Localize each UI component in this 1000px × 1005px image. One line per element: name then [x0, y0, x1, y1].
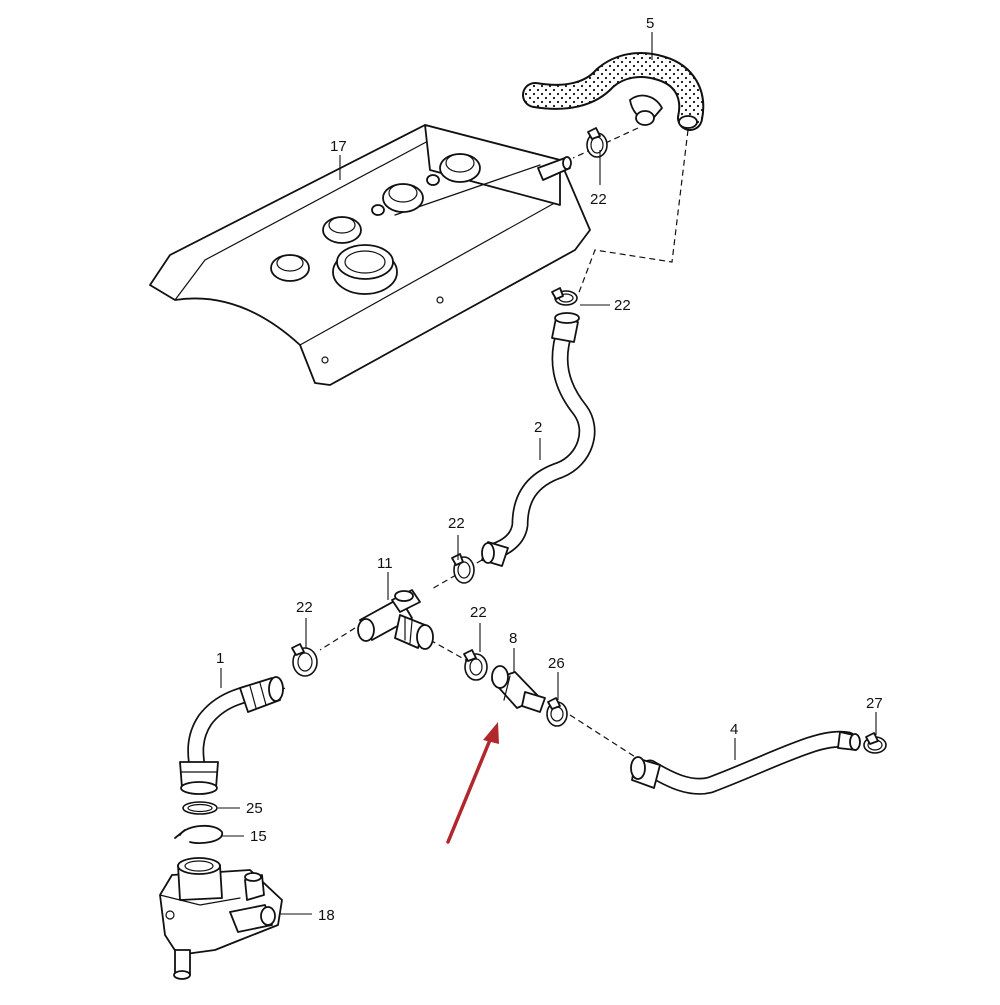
label-part-22: 22 [296, 599, 313, 616]
clamp-22-right [463, 649, 488, 681]
label-part-1: 1 [216, 650, 224, 667]
label-part-8: 8 [509, 630, 517, 647]
label-part-2: 2 [534, 419, 542, 436]
valve-cover-17 [149, 124, 591, 386]
housing-18 [159, 857, 283, 980]
leader-lines [218, 32, 877, 915]
clip-15 [174, 825, 223, 845]
clamp-22-mid [451, 553, 475, 584]
clamp-22-top [586, 127, 608, 158]
hose-5 [522, 52, 705, 131]
label-part-5: 5 [646, 15, 654, 32]
clamp-22-upper [551, 287, 578, 306]
label-part-11: 11 [377, 555, 393, 572]
hose-2 [481, 312, 596, 567]
valve-8 [491, 665, 546, 713]
label-part-22: 22 [448, 515, 465, 532]
label-part-17: 17 [330, 138, 347, 155]
label-part-22: 22 [590, 191, 607, 208]
clamp-27 [863, 732, 887, 754]
label-part-27: 27 [866, 695, 883, 712]
label-part-18: 18 [318, 907, 335, 924]
label-part-26: 26 [548, 655, 565, 672]
label-part-22: 22 [470, 604, 487, 621]
hose-4 [630, 730, 861, 795]
red-pointer-arrow [446, 722, 499, 844]
clamp-22-left [291, 643, 318, 677]
label-part-22: 22 [614, 297, 631, 314]
cover-bosses [270, 153, 481, 282]
axis-26-to-4 [569, 714, 641, 761]
axis-11-to-1 [319, 627, 356, 651]
hose-1 [179, 676, 284, 795]
label-part-4: 4 [730, 721, 738, 738]
o-ring-25 [182, 801, 218, 815]
tee-piece-11 [357, 589, 434, 650]
clamp-26 [546, 697, 568, 727]
axis-5-to-2 [577, 129, 689, 296]
label-part-15: 15 [250, 828, 267, 845]
label-part-25: 25 [246, 800, 263, 817]
part-labels: 5 17 22 22 2 22 11 22 22 8 26 1 4 27 25 … [216, 15, 883, 924]
